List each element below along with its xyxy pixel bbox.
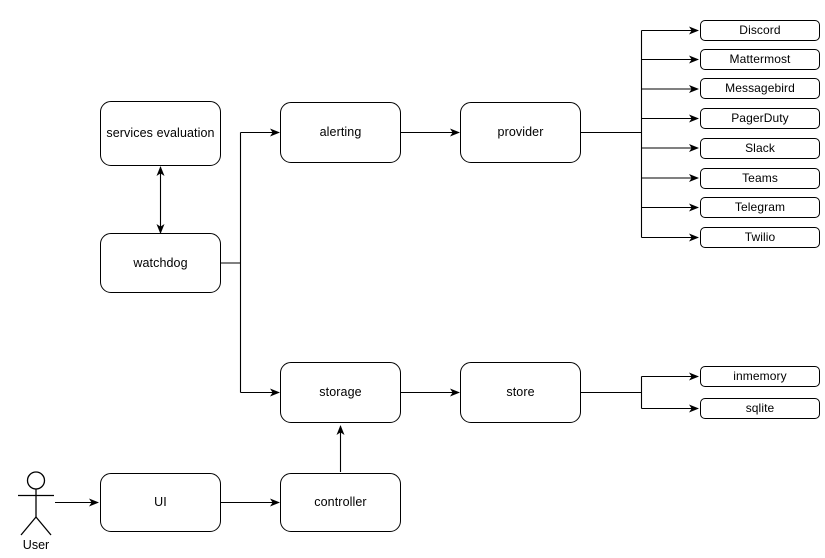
node-teams[interactable]: Teams [700,168,820,189]
node-sqlite[interactable]: sqlite [700,398,820,419]
user-actor-icon [18,471,54,536]
node-label-storage: storage [319,385,362,399]
node-alerting[interactable]: alerting [280,102,401,163]
node-services-evaluation[interactable]: services evaluation [100,101,221,166]
node-label-twilio: Twilio [744,230,776,245]
node-label-provider: provider [497,125,544,139]
user-actor-label: User [22,538,50,552]
node-label-slack: Slack [745,141,775,156]
node-inmemory[interactable]: inmemory [700,366,820,387]
node-label-discord: Discord [739,23,781,38]
node-label-services-evaluation: services evaluation [106,126,215,140]
node-label-ui: UI [154,495,167,509]
node-label-teams: Teams [742,171,778,186]
node-label-messagebird: Messagebird [725,81,795,96]
node-label-telegram: Telegram [734,200,786,215]
node-label-mattermost: Mattermost [729,52,791,67]
node-label-inmemory: inmemory [733,369,787,384]
node-messagebird[interactable]: Messagebird [700,78,820,99]
node-storage[interactable]: storage [280,362,401,423]
node-label-store: store [506,385,535,399]
node-label-controller: controller [314,495,367,509]
node-watchdog[interactable]: watchdog [100,233,221,293]
node-provider[interactable]: provider [460,102,581,163]
node-label-watchdog: watchdog [133,255,188,270]
node-controller[interactable]: controller [280,473,401,532]
node-telegram[interactable]: Telegram [700,197,820,218]
node-store[interactable]: store [460,362,581,423]
node-pagerduty[interactable]: PagerDuty [700,108,820,129]
node-ui[interactable]: UI [100,473,221,532]
node-mattermost[interactable]: Mattermost [700,49,820,70]
node-discord[interactable]: Discord [700,20,820,41]
node-slack[interactable]: Slack [700,138,820,159]
node-label-alerting: alerting [319,125,362,139]
node-twilio[interactable]: Twilio [700,227,820,248]
node-label-sqlite: sqlite [745,401,775,416]
node-label-pagerduty: PagerDuty [731,111,789,126]
